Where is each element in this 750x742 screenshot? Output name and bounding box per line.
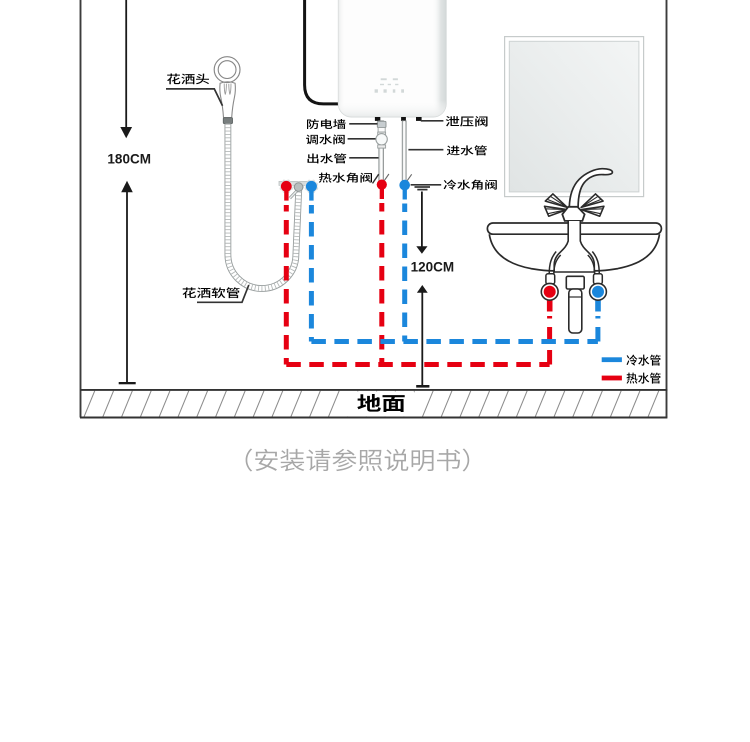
svg-text:120CM: 120CM (411, 260, 455, 275)
svg-text:180CM: 180CM (107, 151, 151, 166)
